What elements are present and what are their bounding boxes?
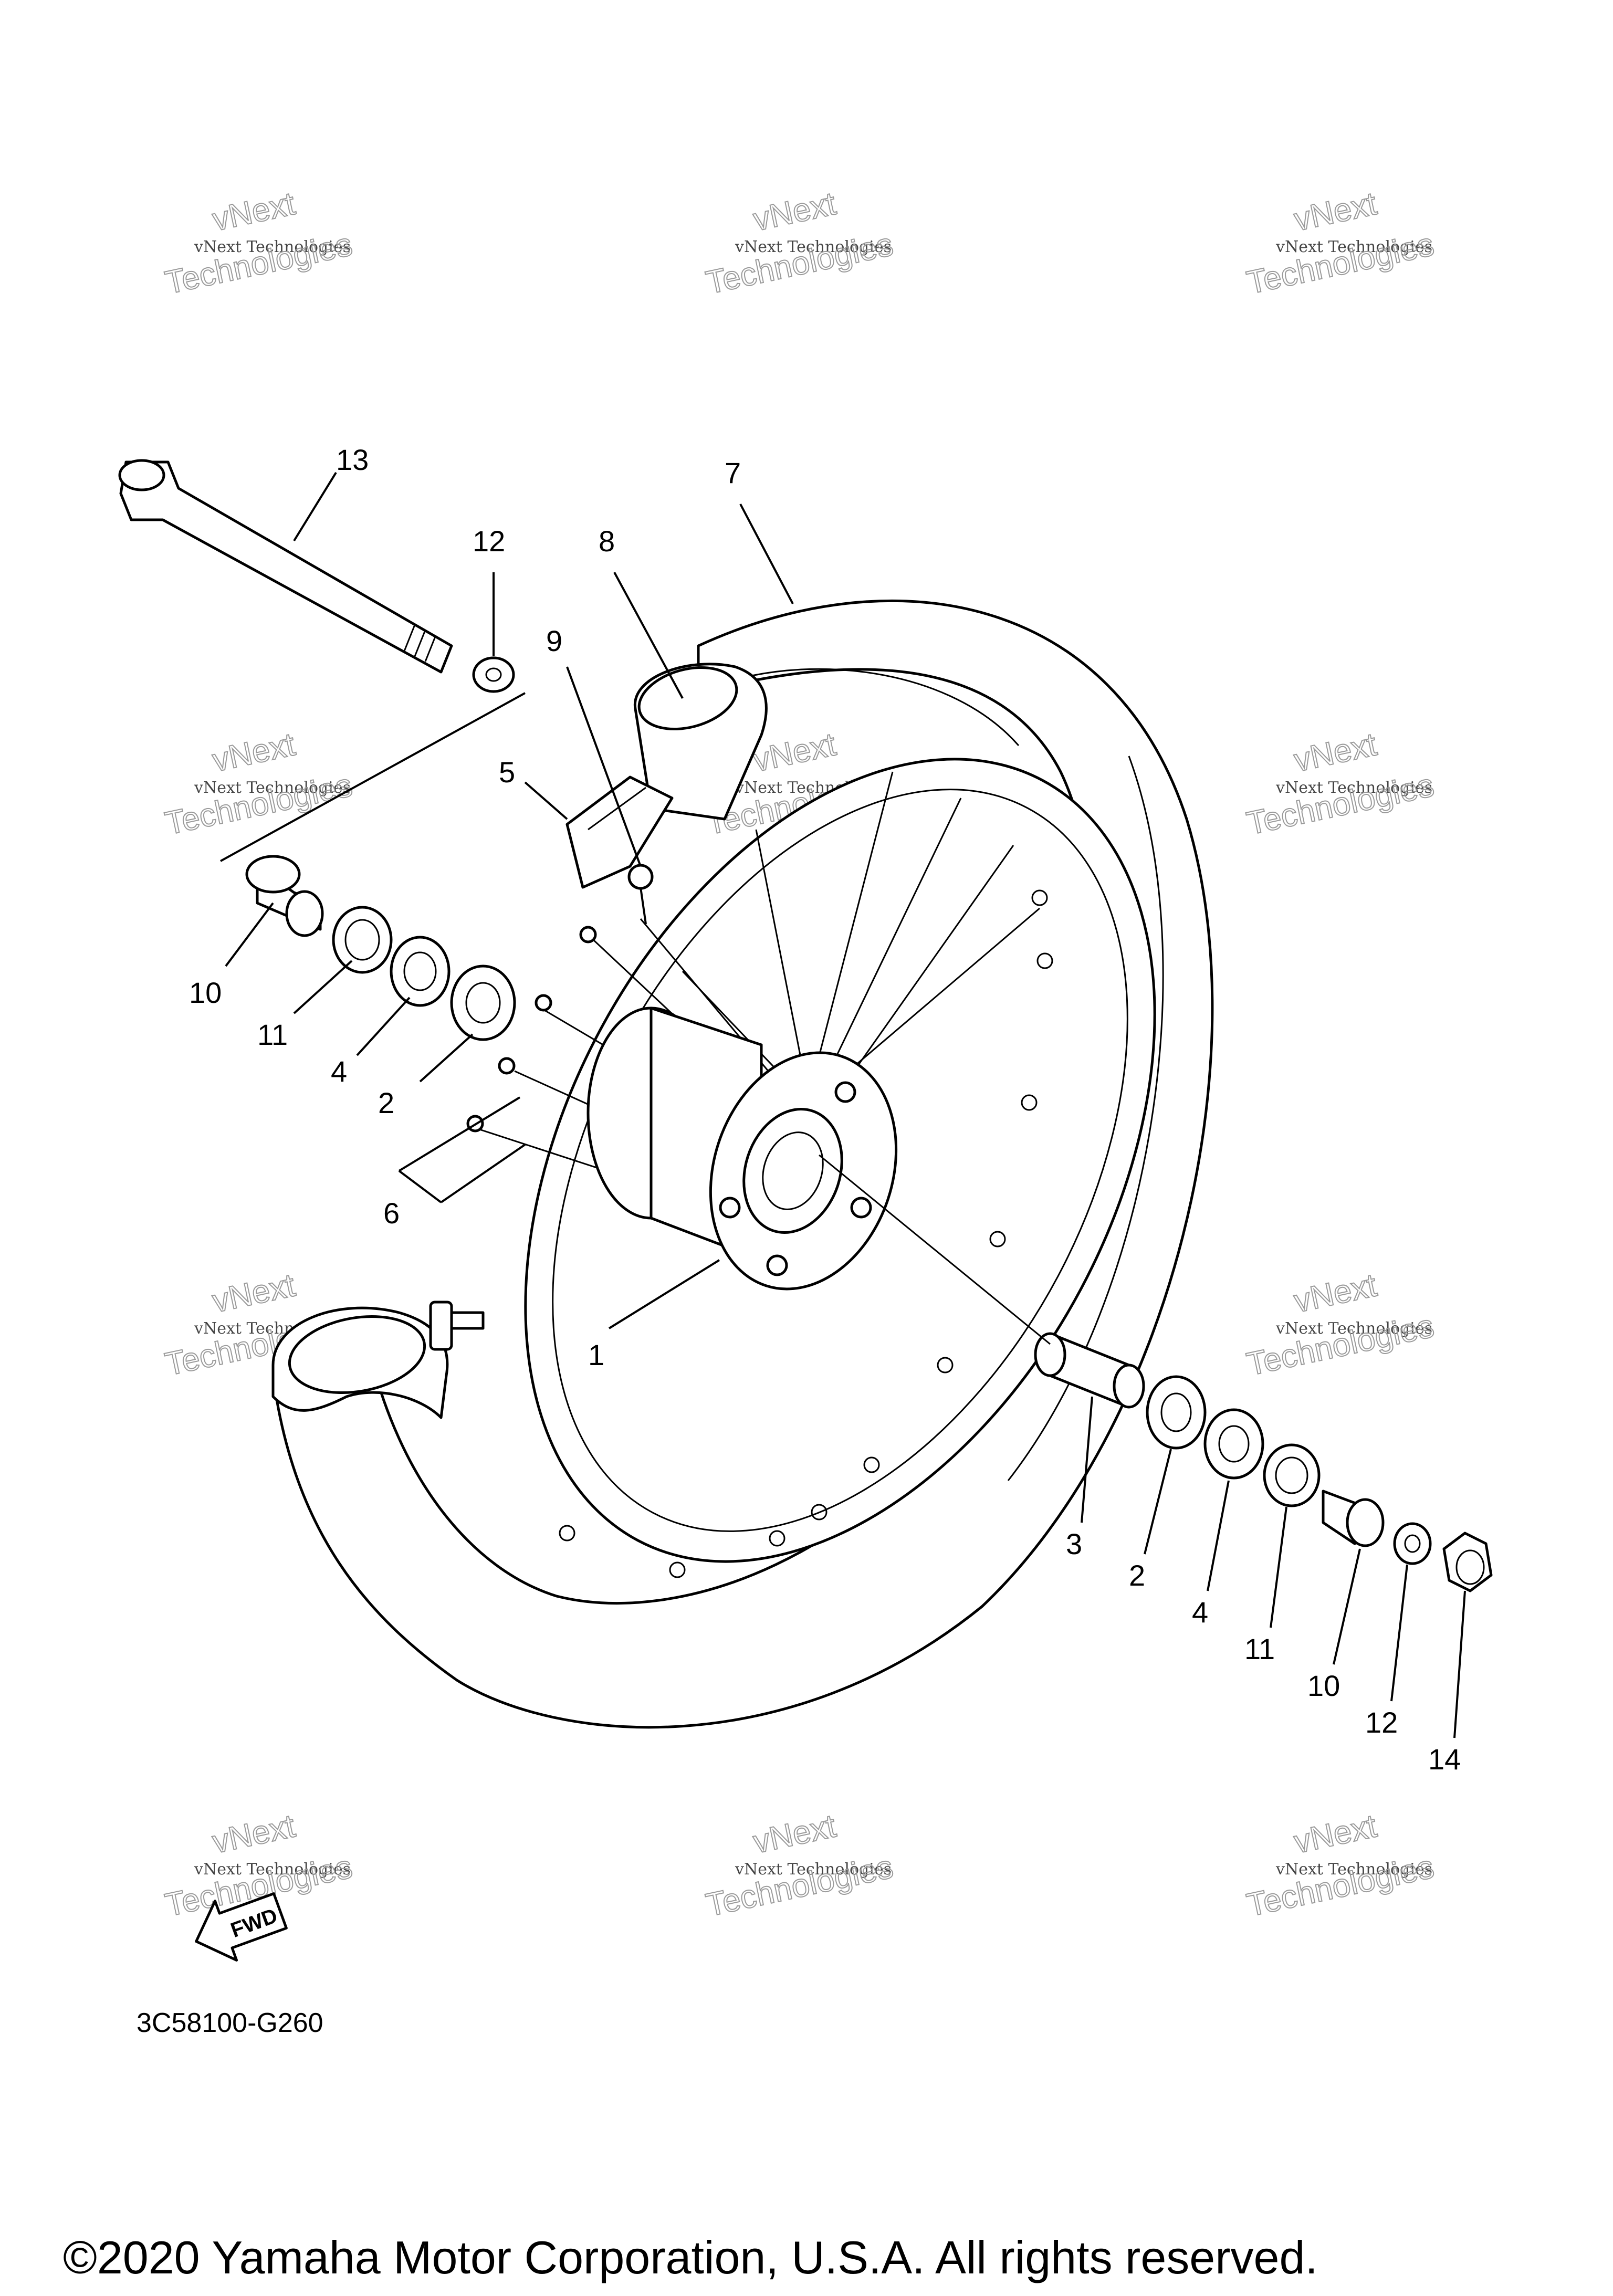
callout-4: 4 xyxy=(331,1055,347,1088)
watermark: vNext Technologies vNext Technologies xyxy=(1243,1807,1438,1924)
svg-text:vNext Technologies: vNext Technologies xyxy=(1275,779,1432,797)
svg-text:vNext Technologies: vNext Technologies xyxy=(194,238,351,256)
watermark: vNext Technologies vNext Technologies xyxy=(703,185,897,301)
callout-6: 6 xyxy=(383,1197,400,1230)
right-oil-seal xyxy=(1263,1443,1321,1507)
callout-2: 2 xyxy=(378,1086,394,1119)
right-bearing-4 xyxy=(1203,1408,1264,1480)
watermark: vNext Technologies vNext Technologies xyxy=(162,726,356,842)
svg-text:vNext Technologies: vNext Technologies xyxy=(735,238,892,256)
callout-14: 14 xyxy=(1428,1743,1461,1776)
svg-text:vNext: vNext xyxy=(1291,1808,1380,1860)
callout-13: 13 xyxy=(336,443,369,476)
callout-9: 9 xyxy=(546,624,562,657)
callout-10: 10 xyxy=(189,976,222,1009)
svg-text:vNext Technologies: vNext Technologies xyxy=(194,1860,351,1879)
svg-text:vNext Technologies: vNext Technologies xyxy=(1275,238,1432,256)
svg-text:vNext Technologies: vNext Technologies xyxy=(1275,1319,1432,1338)
callout-11: 11 xyxy=(257,1018,288,1051)
watermark: vNext Technologies vNext Technologies xyxy=(1243,185,1438,301)
svg-text:vNext: vNext xyxy=(210,185,298,238)
tire-section xyxy=(271,1301,485,1419)
axis-line xyxy=(819,1154,1051,1345)
svg-text:vNext: vNext xyxy=(750,1808,839,1860)
svg-text:vNext Technologies: vNext Technologies xyxy=(194,779,351,797)
callout-12: 12 xyxy=(473,525,505,558)
right-bearing-2 xyxy=(1146,1375,1207,1450)
axle xyxy=(118,459,453,674)
diagram-code: 3C58100-G260 xyxy=(137,2008,323,2038)
callout-1: 1 xyxy=(588,1338,604,1371)
watermark: vNext Technologies vNext Technologies xyxy=(703,1807,897,1924)
tube xyxy=(633,663,768,821)
left-washer xyxy=(472,656,515,693)
svg-text:vNext: vNext xyxy=(750,726,839,779)
svg-text:vNext Technologies: vNext Technologies xyxy=(1275,1860,1432,1879)
callout-7: 7 xyxy=(725,456,741,489)
spacer xyxy=(1034,1332,1145,1409)
svg-text:vNext: vNext xyxy=(750,185,839,238)
rim-spoke-holes xyxy=(559,889,1053,1578)
svg-text:vNext: vNext xyxy=(210,726,298,779)
svg-text:vNext Technologies: vNext Technologies xyxy=(735,1860,892,1879)
leader-lines xyxy=(220,471,1466,1738)
callouts: 13 12 8 7 9 5 10 11 4 2 6 1 3 2 4 11 10 … xyxy=(189,443,1461,1776)
callout-12-right: 12 xyxy=(1365,1706,1398,1739)
left-bearing-4 xyxy=(390,936,451,1007)
callout-10-right: 10 xyxy=(1307,1669,1340,1702)
callout-2-right: 2 xyxy=(1129,1559,1145,1592)
left-bearing-2 xyxy=(450,964,516,1041)
callout-5: 5 xyxy=(499,756,515,789)
callout-8: 8 xyxy=(599,525,615,558)
svg-text:vNext: vNext xyxy=(1291,185,1380,238)
left-collar xyxy=(245,855,324,937)
hub xyxy=(586,1007,898,1291)
callout-3: 3 xyxy=(1066,1527,1082,1560)
watermark: vNext Technologies vNext Technologies xyxy=(1243,1266,1438,1383)
copyright-notice: ©2020 Yamaha Motor Corporation, U.S.A. A… xyxy=(63,2231,1318,2283)
rim-band xyxy=(565,775,674,889)
axle-nut xyxy=(1442,1532,1493,1592)
svg-text:vNext: vNext xyxy=(1291,1267,1380,1319)
left-oil-seal xyxy=(332,906,393,974)
valve xyxy=(627,864,654,925)
callout-4-right: 4 xyxy=(1192,1596,1208,1629)
right-washer xyxy=(1393,1522,1432,1565)
right-collar xyxy=(1322,1490,1385,1547)
svg-text:vNext: vNext xyxy=(1291,726,1380,779)
svg-text:vNext: vNext xyxy=(210,1808,298,1860)
svg-text:vNext: vNext xyxy=(210,1267,298,1319)
callout-11-right: 11 xyxy=(1244,1632,1275,1665)
watermark: vNext Technologies vNext Technologies xyxy=(1243,726,1438,842)
watermark: vNext Technologies vNext Technologies xyxy=(162,185,356,301)
